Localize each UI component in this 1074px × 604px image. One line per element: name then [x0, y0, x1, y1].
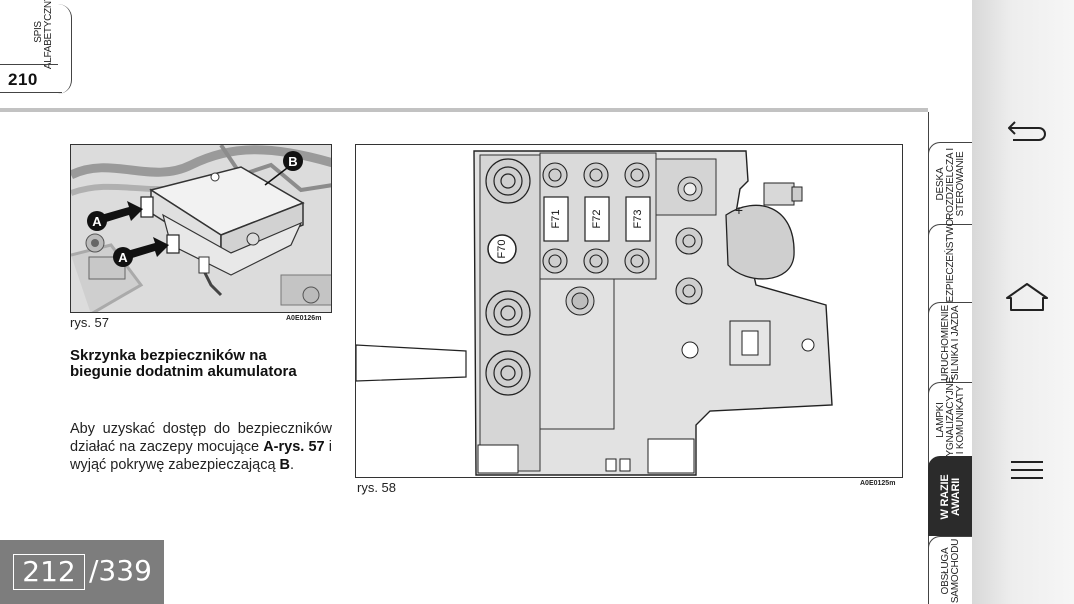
total-pages: /339	[89, 554, 152, 587]
svg-text:F70: F70	[496, 240, 508, 259]
fuse-f70: F70	[487, 234, 517, 264]
figure-57-caption: rys. 57	[70, 315, 110, 330]
figure-57-illustration: A A B	[71, 145, 331, 312]
body-ref-cover: B	[279, 457, 291, 473]
callout-a-upper: A	[87, 211, 107, 231]
body-ref-figure: A-rys. 57	[263, 439, 325, 455]
svg-text:B: B	[288, 154, 297, 169]
callout-a-lower: A	[113, 247, 133, 267]
svg-text:F73: F73	[632, 210, 644, 229]
fuse-f72: F72	[584, 196, 610, 242]
figure-58-fusebox-diagram: F70 F71 F72 F73	[355, 144, 903, 478]
back-button[interactable]	[1005, 108, 1049, 152]
header-separator	[0, 108, 928, 112]
back-icon	[1008, 121, 1046, 141]
positive-sign: +	[735, 202, 743, 218]
menu-icon	[1011, 461, 1043, 479]
fuse-f73: F73	[625, 196, 651, 242]
figure-58-code: A0E0125m	[860, 480, 896, 487]
figure-58-illustration: F70 F71 F72 F73	[356, 145, 902, 477]
figure-58-caption: rys. 58	[357, 480, 397, 495]
home-button[interactable]	[1005, 276, 1049, 320]
tab-bezpieczenstwo[interactable]: BEZPIECZEŃSTWO	[928, 219, 972, 308]
section-heading: Skrzynka bezpieczników na biegunie dodat…	[70, 347, 297, 380]
page-number: 210	[8, 70, 38, 89]
figure-57-battery-fusebox: A A B	[70, 144, 332, 313]
home-icon	[1006, 283, 1048, 311]
fuse-f71: F71	[543, 196, 569, 242]
section-body: Aby uzyskać dostęp do bezpieczników dzia…	[70, 421, 332, 473]
page-number-underline	[0, 92, 62, 93]
menu-button[interactable]	[1005, 448, 1049, 492]
index-tab-border	[56, 4, 72, 94]
svg-text:A: A	[118, 250, 128, 265]
svg-text:F71: F71	[550, 210, 562, 229]
index-tab-divider	[0, 64, 58, 65]
tab-label: BEZPIECZEŃSTWO	[944, 218, 956, 309]
callout-b: B	[264, 151, 303, 186]
svg-text:F72: F72	[591, 210, 603, 229]
svg-text:A: A	[92, 214, 102, 229]
navigation-rail	[972, 0, 1074, 604]
page-counter: 212 /339	[0, 540, 164, 604]
figure-57-code: A0E0126m	[286, 315, 322, 322]
current-page-input[interactable]: 212	[13, 554, 85, 590]
